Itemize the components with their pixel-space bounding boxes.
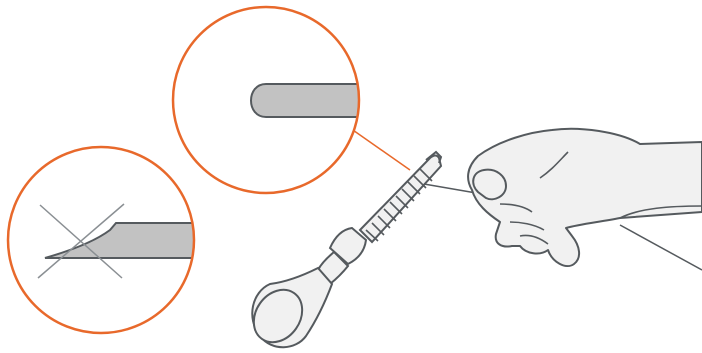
x-mark-icon-stroke-2 <box>37 203 125 279</box>
hand-pulling-string-icon <box>423 127 702 271</box>
detail-leader-line <box>349 127 411 171</box>
tool-blade <box>358 154 443 244</box>
incorrect-detail-circle <box>6 145 196 335</box>
tool-ferrule <box>328 226 368 266</box>
hand-body <box>467 127 702 268</box>
finger-crease-2 <box>509 221 545 231</box>
wrist-line <box>619 205 702 219</box>
serrated-blade-tool-icon <box>251 150 443 349</box>
tool-handle-end <box>252 288 304 344</box>
correct-detail-ring <box>171 5 361 195</box>
finger-crease-3 <box>519 234 549 245</box>
forearm-line <box>619 224 702 271</box>
knuckle-line <box>539 151 569 179</box>
incorrect-detail-ring <box>6 145 196 335</box>
hand-thumb <box>472 168 508 201</box>
tool-tip <box>425 150 443 164</box>
finger-crease-1 <box>499 203 533 213</box>
tool-serrations <box>365 168 433 242</box>
rounded-edge-icon <box>250 83 359 118</box>
correct-detail-circle <box>171 5 361 195</box>
